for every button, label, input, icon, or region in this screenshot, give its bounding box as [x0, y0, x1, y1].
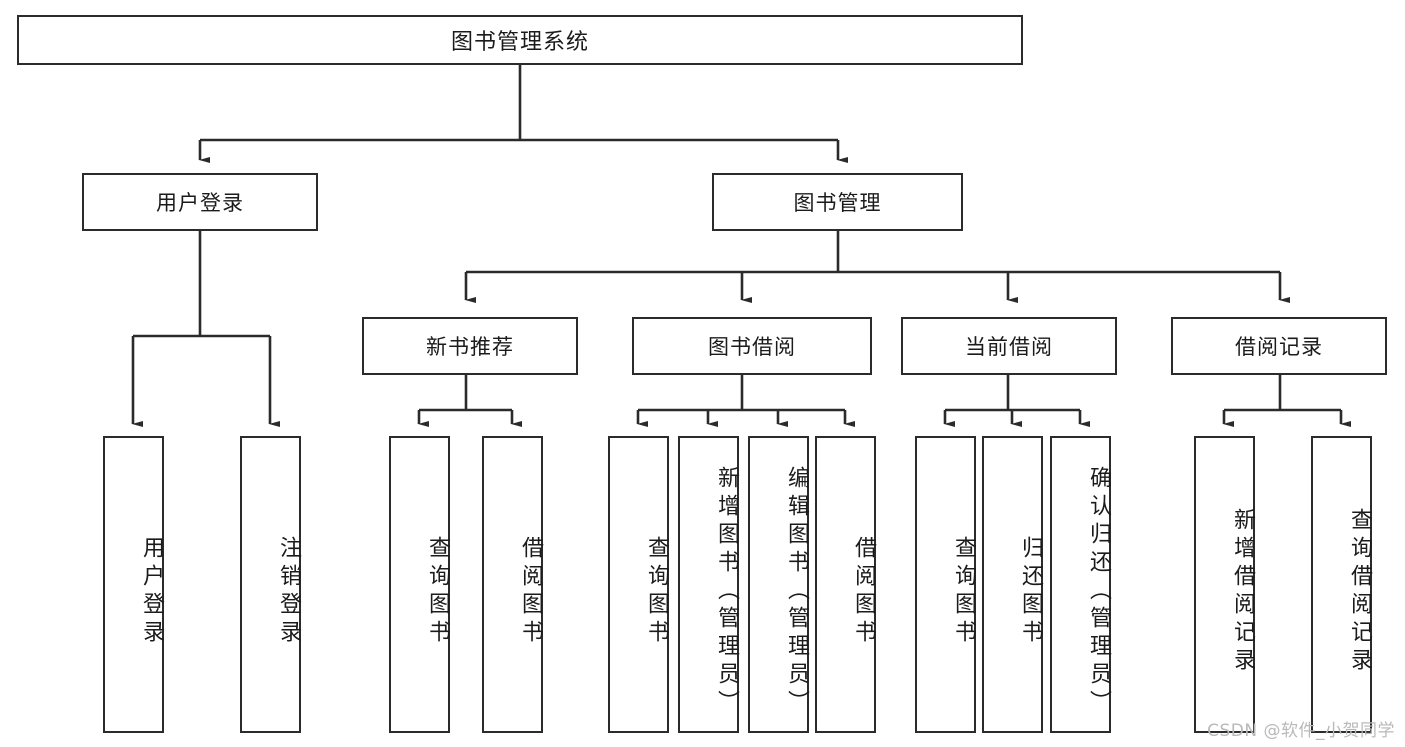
node-label: 图书管理 [793, 191, 882, 215]
node-label: 图书借阅 [708, 335, 796, 359]
node-label: 确认归还（管理员） [1086, 465, 1111, 718]
node-label: 借阅图书 [518, 535, 543, 648]
node-leaf-user-login[interactable]: 用户登录 [103, 436, 164, 733]
node-label: 注销登录 [276, 535, 301, 648]
node-borrow-record[interactable]: 借阅记录 [1171, 317, 1387, 375]
node-leaf-return-book[interactable]: 归还图书 [982, 436, 1043, 733]
node-leaf-borrow-book-1[interactable]: 借阅图书 [482, 436, 543, 733]
node-leaf-logout[interactable]: 注销登录 [240, 436, 301, 733]
node-label: 用户登录 [156, 191, 244, 215]
node-label: 新增图书（管理员） [714, 465, 739, 718]
node-leaf-edit-book[interactable]: 编辑图书（管理员） [748, 436, 809, 733]
node-book-management[interactable]: 图书管理 [712, 173, 963, 231]
node-label: 当前借阅 [965, 335, 1053, 359]
node-label: 查询图书 [425, 535, 450, 648]
node-leaf-query-book-3[interactable]: 查询图书 [915, 436, 976, 733]
watermark-text: CSDN @软件_小贺同学 [1207, 721, 1395, 741]
node-label: 查询借阅记录 [1347, 507, 1372, 676]
node-label: 编辑图书（管理员） [784, 465, 809, 718]
node-label: 图书管理系统 [450, 30, 589, 55]
node-leaf-add-record[interactable]: 新增借阅记录 [1194, 436, 1255, 733]
node-leaf-borrow-book-2[interactable]: 借阅图书 [815, 436, 876, 733]
node-current-borrow[interactable]: 当前借阅 [901, 317, 1117, 375]
node-new-book-recommend[interactable]: 新书推荐 [362, 317, 578, 375]
node-root[interactable]: 图书管理系统 [17, 15, 1023, 65]
node-label: 借阅图书 [851, 535, 876, 648]
node-label: 查询图书 [951, 535, 976, 648]
node-book-borrow[interactable]: 图书借阅 [632, 317, 872, 375]
node-user-login[interactable]: 用户登录 [82, 173, 318, 231]
node-label: 归还图书 [1018, 535, 1043, 648]
node-label: 新书推荐 [426, 335, 514, 359]
node-leaf-add-book[interactable]: 新增图书（管理员） [678, 436, 739, 733]
node-label: 查询图书 [644, 535, 669, 648]
node-label: 用户登录 [139, 535, 164, 648]
node-leaf-query-record[interactable]: 查询借阅记录 [1311, 436, 1372, 733]
node-leaf-query-book-2[interactable]: 查询图书 [608, 436, 669, 733]
node-label: 新增借阅记录 [1230, 507, 1255, 676]
node-leaf-query-book-1[interactable]: 查询图书 [389, 436, 450, 733]
node-label: 借阅记录 [1235, 335, 1323, 359]
node-leaf-confirm-return[interactable]: 确认归还（管理员） [1050, 436, 1111, 733]
